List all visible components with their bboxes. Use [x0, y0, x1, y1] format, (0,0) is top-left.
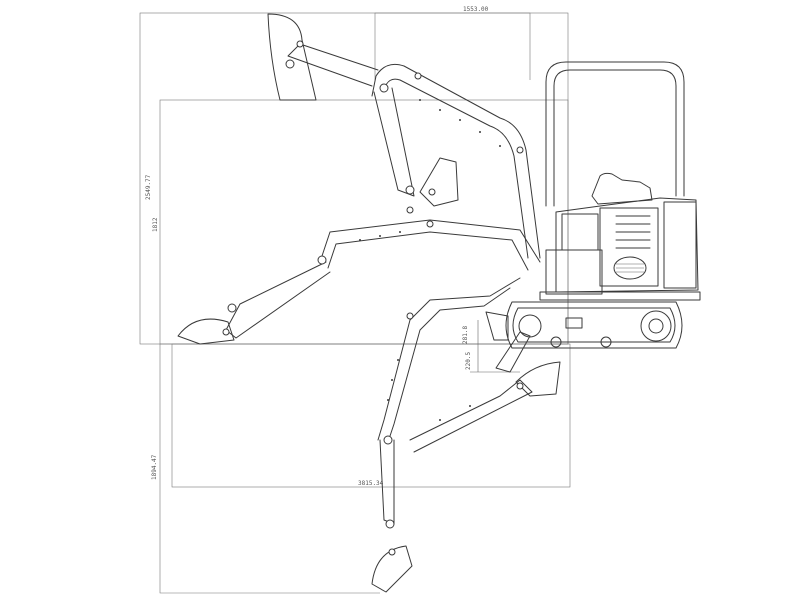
boom-deep-inner: [387, 287, 511, 443]
excavator-body: [539, 61, 701, 301]
blade-upper: [485, 311, 509, 341]
dump-height-frame: [159, 99, 569, 345]
arm-pose-ground: [177, 206, 541, 345]
arm-mid-reach: [409, 379, 533, 453]
dimension-frames: [139, 12, 571, 594]
roller-2: [600, 336, 612, 348]
digging-depth-frame: [159, 344, 380, 594]
engine-cover: [599, 207, 659, 287]
boom-ground-inner: [327, 231, 529, 271]
blade-lower: [495, 331, 531, 373]
engine-vents: [613, 215, 651, 280]
dump-height-label: 1812: [152, 217, 159, 232]
swing-base: [545, 249, 603, 295]
arm-high-vertical: [373, 87, 415, 197]
boom-ground-outer: [319, 219, 541, 263]
blade-lift-label: 281.8: [462, 326, 469, 344]
upper-housing: [555, 197, 699, 293]
ground-reach-frame: [171, 343, 571, 488]
boom-deep-outer: [377, 277, 521, 441]
arm-ground: [225, 261, 331, 339]
arm-high-stick: [287, 43, 379, 87]
dimension-labels: 1553.00 2549.77 1812 3815.34 1894.47 281…: [145, 6, 489, 487]
counterweight: [663, 201, 697, 289]
bottom-width-label: 3815.34: [358, 480, 384, 487]
bucket-mid-reach: [515, 361, 561, 397]
max-height-frame: [139, 12, 569, 345]
bucket-ground: [177, 318, 235, 345]
arm-pose-deep: [371, 277, 561, 593]
turntable: [539, 291, 701, 301]
digging-depth-label: 1894.47: [151, 454, 158, 480]
boom-high-outer: [371, 63, 541, 259]
hose-details: [359, 99, 501, 421]
sprocket: [518, 314, 542, 338]
control-box: [561, 213, 599, 251]
track-motor: [565, 317, 583, 329]
canopy-frame-inner: [553, 69, 677, 207]
bucket-high: [267, 13, 317, 101]
max-height-label: 2549.77: [145, 174, 152, 200]
track-inner: [512, 307, 676, 343]
idler-hub: [648, 318, 664, 334]
crawler-track: [505, 301, 683, 349]
blade-depth-label: 220.5: [465, 352, 472, 370]
arm-pose-high: [267, 13, 541, 259]
operator-seat: [591, 172, 653, 205]
bucket-mid: [419, 157, 459, 207]
arm-deep: [379, 439, 395, 525]
undercarriage: [485, 301, 683, 373]
top-width-label: 1553.00: [463, 6, 489, 13]
idler-wheel: [640, 310, 672, 342]
boom-high-inner: [383, 78, 529, 259]
top-width-frame: [374, 12, 531, 80]
canopy-frame-outer: [545, 61, 685, 207]
roller-1: [550, 336, 562, 348]
